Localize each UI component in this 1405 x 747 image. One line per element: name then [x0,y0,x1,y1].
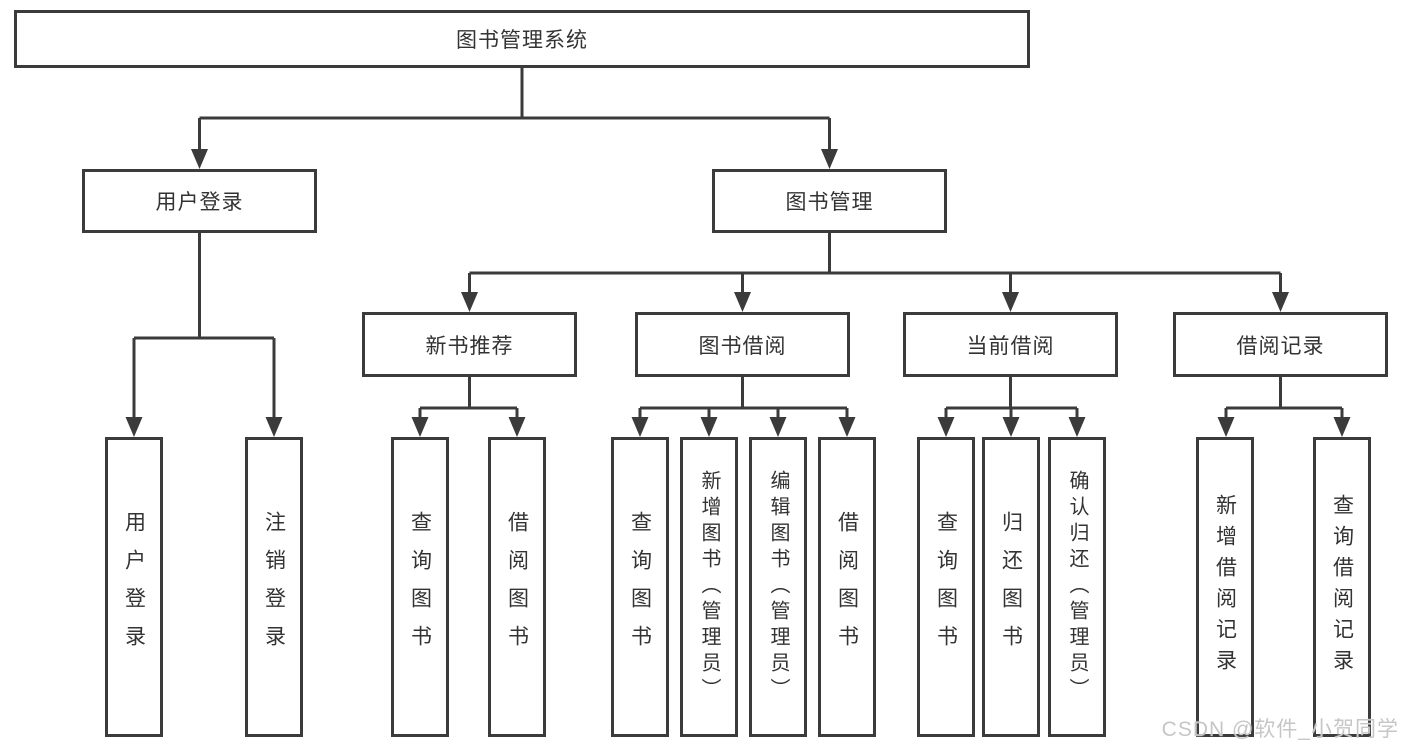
node-label: 用户登录 [155,191,244,214]
leaf-borrow-books: 借阅图书 [818,437,876,737]
node-label: 借阅记录 [1236,334,1325,358]
leaf-query-books-current: 查询图书 [917,437,975,737]
node-label: 新增借阅记录 [1213,494,1237,680]
node-new-book-recommend: 新书推荐 [362,312,577,377]
node-label: 当前借阅 [966,334,1055,358]
leaf-query-books-recommend: 查询图书 [391,437,449,737]
node-label: 图书管理系统 [456,29,588,52]
leaf-borrow-books-recommend: 借阅图书 [488,437,546,737]
leaf-query-borrow-record: 查询借阅记录 [1313,437,1371,737]
leaf-add-borrow-record: 新增借阅记录 [1196,437,1254,737]
node-label: 编辑图书（管理员） [767,470,789,704]
leaf-user-login: 用户登录 [105,437,163,737]
node-label: 新书推荐 [425,334,514,358]
leaf-edit-books-admin: 编辑图书（管理员） [749,437,807,737]
node-label: 图书管理 [785,191,874,214]
node-book-borrowing: 图书借阅 [635,312,850,377]
node-label: 注销登录 [262,511,286,663]
node-label: 新增图书（管理员） [698,470,720,704]
leaf-query-books-borrowing: 查询图书 [611,437,669,737]
node-label: 归还图书 [999,511,1023,663]
node-book-management: 图书管理 [712,169,947,233]
node-label: 用户登录 [122,511,146,663]
leaf-add-books-admin: 新增图书（管理员） [680,437,738,737]
node-borrowing-records: 借阅记录 [1173,312,1388,377]
node-label: 借阅图书 [835,511,859,663]
node-label: 借阅图书 [505,511,529,663]
leaf-confirm-return-admin: 确认归还（管理员） [1048,437,1106,737]
node-current-borrowing: 当前借阅 [903,312,1118,377]
node-library-management-system: 图书管理系统 [14,10,1030,68]
node-label: 查询图书 [408,511,432,663]
node-label: 查询图书 [628,511,652,663]
node-label: 图书借阅 [698,334,787,358]
leaf-logout: 注销登录 [245,437,303,737]
leaf-return-books: 归还图书 [982,437,1040,737]
node-label: 查询借阅记录 [1330,494,1354,680]
node-user-login-group: 用户登录 [82,169,317,233]
node-label: 确认归还（管理员） [1066,470,1088,704]
node-label: 查询图书 [934,511,958,663]
csdn-watermark: CSDN @软件_小贺同学 [1161,718,1399,741]
